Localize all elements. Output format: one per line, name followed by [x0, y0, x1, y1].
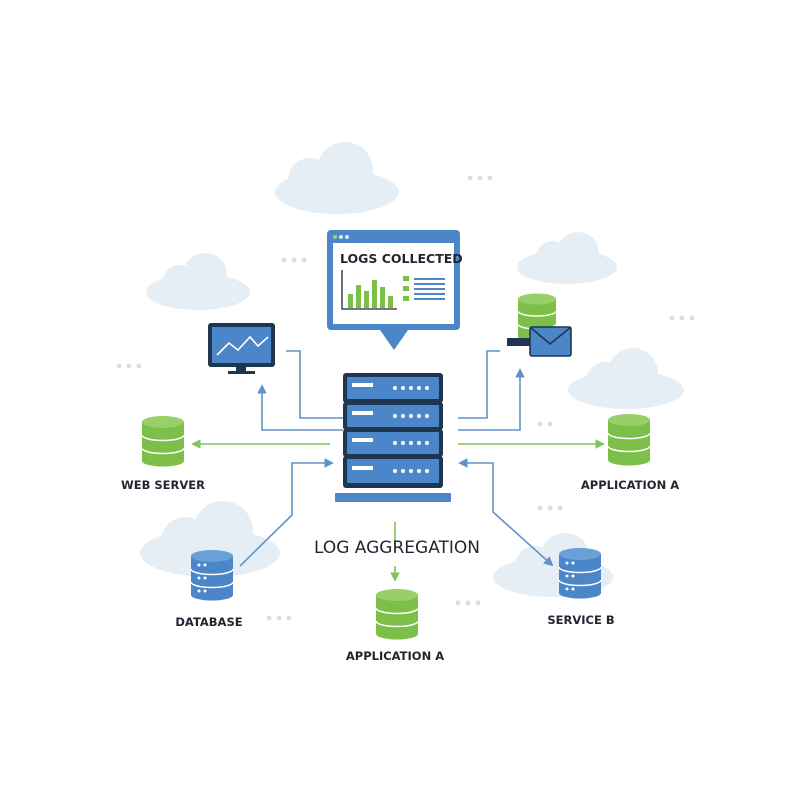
- database-label: DATABASE: [175, 615, 242, 629]
- web-server-label: WEB SERVER: [121, 478, 205, 492]
- database-blue-icon: [190, 550, 234, 601]
- web-server-database-icon: [141, 416, 185, 467]
- application-a-right-database-icon: [607, 414, 651, 466]
- window-dot-icon: [345, 235, 349, 239]
- panel-pointer: [380, 330, 408, 350]
- mail-icon: [507, 326, 572, 357]
- connector-to-service-b: [458, 458, 554, 567]
- connector-to-mail: [458, 368, 525, 431]
- application-a-bottom-label: APPLICATION A: [346, 649, 444, 663]
- cloud-right-upper: [517, 232, 617, 284]
- connector-lines: [191, 350, 605, 582]
- cloud-left-upper: [146, 253, 250, 310]
- logs-collected-panel: LOGS COLLECTED: [327, 230, 463, 350]
- cloud-right-middle: [568, 348, 684, 409]
- connector-to-monitor: [257, 384, 343, 431]
- cloud-top: [275, 142, 399, 214]
- window-dot-icon: [339, 235, 343, 239]
- application-a-bottom-database-icon: [375, 589, 419, 640]
- service-b-database-icon: [558, 548, 602, 599]
- service-b-label: SERVICE B: [547, 613, 614, 627]
- panel-title: LOGS COLLECTED: [340, 251, 463, 266]
- bar-chart-icon: [341, 270, 397, 310]
- central-server-rack: [335, 373, 451, 502]
- diagram-title: LOG AGGREGATION: [314, 538, 480, 558]
- monitor-icon: [208, 323, 275, 374]
- log-list-icon: [403, 276, 445, 301]
- background-clouds: [140, 142, 684, 597]
- connector-from-monitor-feed: [286, 350, 343, 419]
- connector-from-database: [239, 458, 334, 567]
- connector-top-right: [458, 350, 500, 419]
- window-dot-icon: [333, 235, 337, 239]
- application-a-right-label: APPLICATION A: [581, 478, 679, 492]
